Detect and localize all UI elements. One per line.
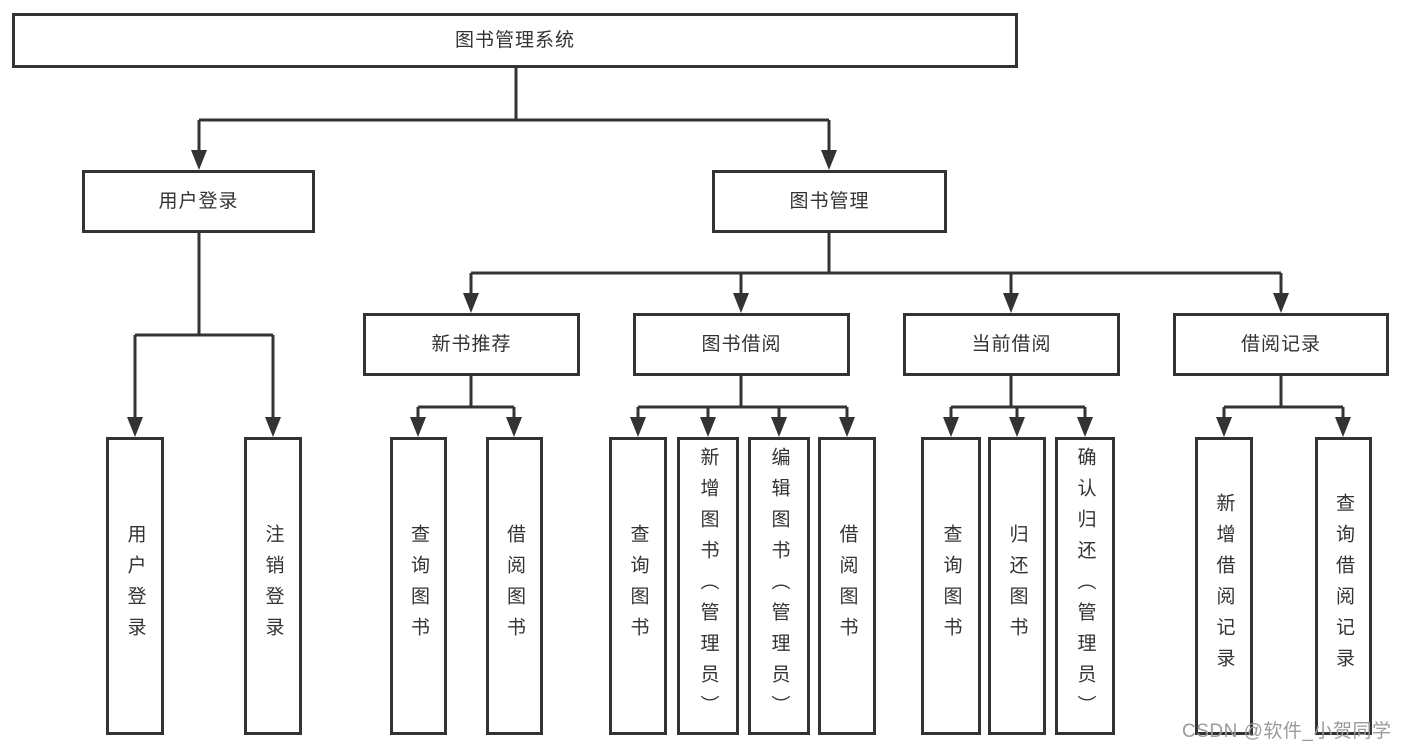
node-library-management-system: 图书管理系统: [12, 13, 1018, 68]
node-leaf-cb-confirm-return-admin: 确认归还（管理员）: [1055, 437, 1115, 735]
node-label: 新增图书（管理员）: [697, 446, 719, 726]
node-leaf-cb-return-book: 归还图书: [988, 437, 1046, 735]
node-label: 图书借阅: [701, 334, 782, 355]
node-book-borrowing: 图书借阅: [633, 313, 850, 376]
node-label: 注销登录: [262, 524, 284, 648]
node-leaf-user-login: 用户登录: [106, 437, 164, 735]
node-label: 图书管理系统: [454, 30, 575, 51]
node-label: 查询图书: [408, 524, 429, 648]
node-leaf-bb-borrow-book: 借阅图书: [818, 437, 876, 735]
node-leaf-rec-query-book: 查询图书: [390, 437, 447, 735]
node-leaf-br-add-record: 新增借阅记录: [1195, 437, 1253, 735]
node-label: 借阅图书: [836, 524, 858, 648]
node-leaf-bb-add-book-admin: 新增图书（管理员）: [677, 437, 739, 735]
node-borrowing-records: 借阅记录: [1173, 313, 1389, 376]
node-leaf-cb-query-book: 查询图书: [921, 437, 981, 735]
node-label: 确认归还（管理员）: [1074, 446, 1096, 726]
node-label: 查询图书: [940, 524, 962, 648]
node-label: 当前借阅: [971, 334, 1052, 355]
node-label: 新书推荐: [431, 334, 512, 355]
node-label: 查询借阅记录: [1333, 493, 1354, 679]
node-new-book-recommendation: 新书推荐: [363, 313, 580, 376]
node-current-borrowing: 当前借阅: [903, 313, 1120, 376]
node-label: 借阅记录: [1240, 334, 1321, 355]
node-leaf-br-query-record: 查询借阅记录: [1315, 437, 1372, 735]
node-label: 用户登录: [124, 524, 146, 648]
node-book-management: 图书管理: [712, 170, 947, 233]
node-leaf-bb-edit-book-admin: 编辑图书（管理员）: [748, 437, 810, 735]
node-label: 图书管理: [789, 191, 870, 212]
node-leaf-logout: 注销登录: [244, 437, 302, 735]
node-label: 归还图书: [1006, 524, 1028, 648]
node-label: 用户登录: [158, 191, 239, 212]
watermark: CSDN @软件_小贺同学: [1182, 721, 1392, 742]
node-leaf-bb-query-book: 查询图书: [609, 437, 667, 735]
node-label: 编辑图书（管理员）: [768, 446, 790, 726]
node-label: 查询图书: [627, 524, 649, 648]
node-leaf-rec-borrow-book: 借阅图书: [486, 437, 543, 735]
node-label: 借阅图书: [504, 524, 525, 648]
node-label: 新增借阅记录: [1213, 493, 1235, 679]
node-user-login: 用户登录: [82, 170, 315, 233]
